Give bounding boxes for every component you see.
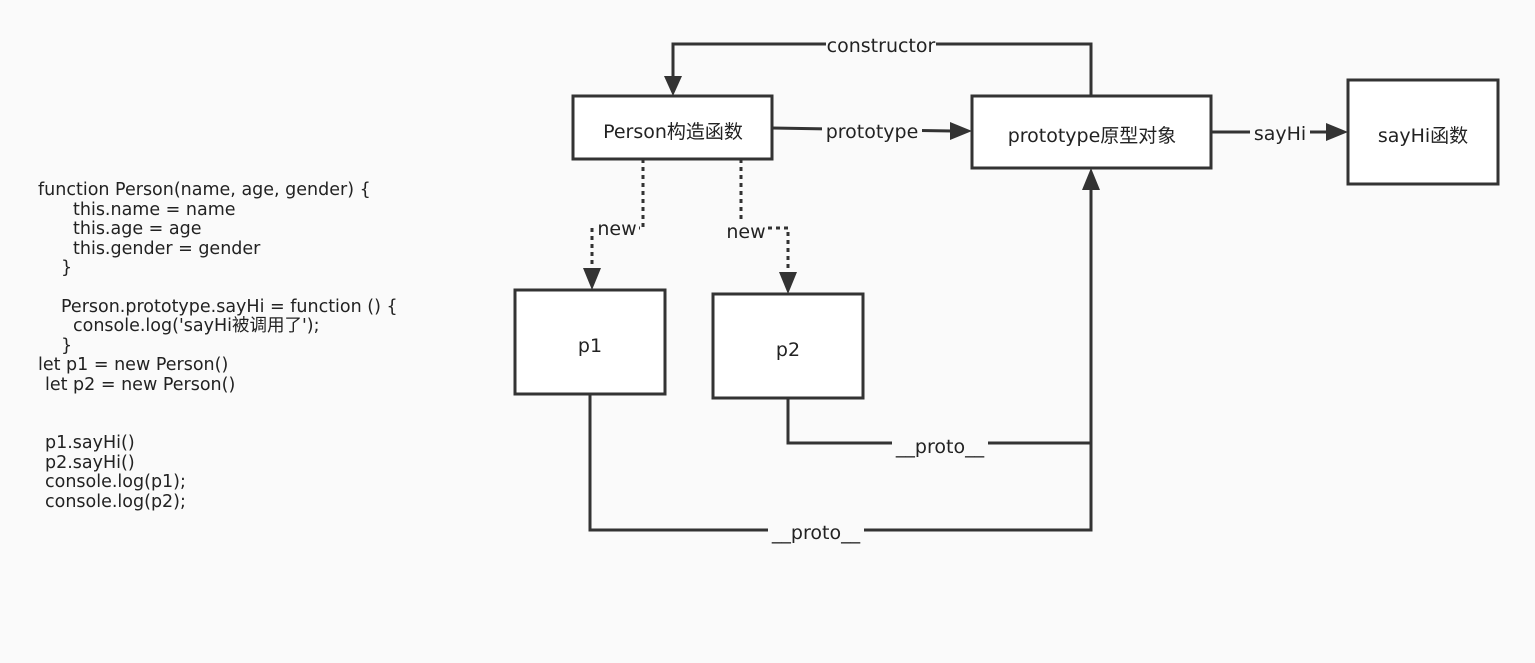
- p2-label: p2: [776, 339, 800, 361]
- p1-label: p1: [578, 335, 602, 357]
- code-line: Person.prototype.sayHi = function () {: [61, 297, 398, 317]
- prototype-object-label: prototype原型对象: [1008, 125, 1177, 147]
- new-p1-arrowhead: [583, 268, 601, 290]
- code-line: function Person(name, age, gender) {: [38, 180, 371, 200]
- proto-arrowhead: [1082, 168, 1100, 190]
- proto-p2-label: __proto__: [895, 436, 985, 458]
- code-line: let p2 = new Person(): [45, 375, 236, 395]
- sayhi-arrowhead: [1326, 123, 1348, 141]
- p2-node: [711, 292, 865, 400]
- code-block: function Person(name, age, gender) { thi…: [0, 0, 480, 663]
- new-p2-edge: [739, 159, 790, 274]
- sayhi-label: sayHi: [1254, 123, 1306, 145]
- code-line: console.log('sayHi被调用了');: [73, 316, 320, 336]
- code-line: }: [61, 258, 73, 278]
- constructor-arrowhead: [664, 76, 682, 96]
- proto-p2-label-bg: [892, 434, 988, 458]
- sayhi-function-node: [1346, 78, 1500, 186]
- new-p1-label-bg: [595, 217, 639, 239]
- p1-node: [513, 288, 667, 396]
- code-line: console.log(p2);: [45, 492, 186, 512]
- code-line: p1.sayHi(): [45, 433, 135, 453]
- code-line: console.log(p1);: [45, 472, 186, 492]
- code-line: this.name = name: [73, 200, 236, 220]
- person-constructor-node: [571, 94, 774, 161]
- code-line: this.gender = gender: [73, 239, 261, 259]
- prototype-label-bg: [822, 120, 922, 142]
- code-line: p2.sayHi(): [45, 453, 135, 473]
- new-p1-label: new: [597, 218, 636, 240]
- sayhi-label-bg: [1250, 122, 1310, 144]
- proto-p1-label-bg: [768, 520, 864, 544]
- proto-p2-edge: [786, 398, 1091, 445]
- prototype-label: prototype: [826, 121, 919, 143]
- constructor-label: constructor: [827, 35, 936, 57]
- person-constructor-label: Person构造函数: [603, 121, 743, 143]
- sayhi-function-label: sayHi函数: [1378, 125, 1468, 147]
- new-p1-edge: [590, 159, 645, 270]
- code-line: let p1 = new Person(): [38, 355, 229, 375]
- constructor-label-bg: [826, 34, 936, 56]
- new-p2-label-bg: [724, 220, 768, 242]
- new-p2-arrowhead: [779, 272, 797, 294]
- proto-p1-label: __proto__: [771, 522, 861, 544]
- new-p2-label: new: [726, 221, 765, 243]
- code-line: this.age = age: [73, 219, 202, 239]
- prototype-arrowhead: [950, 122, 972, 140]
- code-line: }: [61, 336, 73, 356]
- prototype-object-node: [970, 94, 1213, 170]
